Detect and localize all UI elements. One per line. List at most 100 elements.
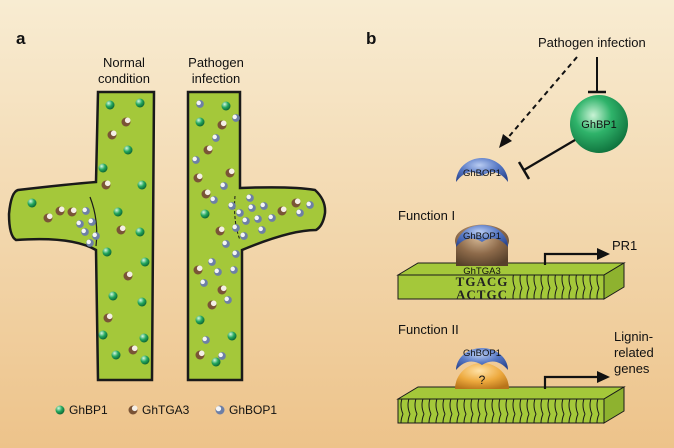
ghbop1-dot: [232, 250, 240, 258]
ghbop1-dot: [86, 239, 94, 247]
legend-item-ghbp1: GhBP1: [55, 403, 108, 417]
ghtga3-dot: [225, 168, 235, 178]
ghbop1-cup: [456, 158, 508, 182]
dna-1-hatch: [512, 275, 604, 299]
tissue-normal-junction: [89, 196, 98, 247]
ghbp1-dot: [135, 227, 145, 237]
ghtga3-dot: [128, 345, 138, 355]
ghtga3-dot: [207, 300, 217, 310]
ghbop1-dot: [210, 196, 218, 204]
ghbop1-dot: [228, 202, 236, 210]
ghbop1-dot: [230, 266, 238, 274]
ghtga3-dot: [277, 206, 287, 216]
ghbop1-f1-protein: [456, 225, 508, 247]
ghbop1-dot: [208, 258, 216, 266]
pr1-arrowhead-icon: [597, 248, 610, 260]
ghbop1-dot: [254, 215, 262, 223]
ghbp1-label: GhBP1: [581, 119, 616, 131]
protein-dots: [27, 98, 314, 367]
ghbop1-f2-protein: [456, 348, 508, 370]
ghtga3-dot: [101, 180, 111, 190]
function-2-title: Function II: [398, 322, 459, 337]
unknown-factor-label: ?: [479, 373, 486, 387]
ghbp1-dot: [195, 315, 205, 325]
ghbop1-dot: [232, 224, 240, 232]
ghbp1-dot: [135, 98, 145, 108]
ghbp1-dot: [140, 355, 150, 365]
panel-b-label: b: [366, 29, 376, 48]
lignin-arrowhead-icon: [597, 371, 610, 383]
function-1-title: Function I: [398, 208, 455, 223]
unknown-factor-protein: [455, 363, 509, 389]
ghbop1-dot: [236, 209, 244, 217]
ghbp1-dot: [137, 180, 147, 190]
ghbp1-dot: [113, 207, 123, 217]
ghbop1-dot: [88, 218, 96, 226]
ghtga3-dot: [116, 225, 126, 235]
ghbop1-dot: [82, 207, 90, 215]
ghbop1-f2-label: GhBOP1: [463, 348, 501, 359]
ghtga3-dot: [291, 198, 301, 208]
pr1-transcription-arrow: [543, 252, 598, 265]
ghbop1-dot: [248, 204, 256, 212]
ghbop1-dot: [202, 336, 210, 344]
ghbop1-dot: [200, 279, 208, 287]
ghbop1-dot: [214, 268, 222, 276]
ghbop1-dot: [220, 182, 228, 190]
dna-2-hatch: [398, 399, 604, 423]
ghtga3-dot: [67, 207, 77, 217]
dna-2-top-face: [396, 386, 626, 400]
ghtga3-dot: [43, 213, 53, 223]
ghbop1-dot: [260, 202, 268, 210]
ghbop1-dot: [192, 156, 200, 164]
ghbp1-dot: [108, 291, 118, 301]
dna-strand-2: [396, 386, 626, 424]
ghtga3-dot: [215, 226, 225, 236]
ghbop1-dot: [240, 232, 248, 240]
ghbp1-dot: [105, 100, 115, 110]
inhibit-ghbop1-bar: [517, 161, 531, 180]
legend-ghbop1-label: GhBOP1: [229, 403, 277, 417]
ghbop1-dot: [306, 201, 314, 209]
ghtga3-dot: [55, 206, 65, 216]
ghtga3-dot: [201, 189, 211, 199]
legend-ghtga3-label: GhTGA3: [142, 403, 190, 417]
seq-bottom: ACTGC: [456, 287, 508, 302]
ghbp1-dot: [137, 297, 147, 307]
induce-ghbop1-arrowhead-icon: [499, 134, 512, 148]
ghbop1-dot: [246, 194, 254, 202]
ghbop1-dot: [212, 134, 220, 142]
ghbp1-dot: [140, 257, 150, 267]
ghbp1-dot: [98, 330, 108, 340]
ghbp1-dot-icon: [55, 405, 65, 415]
legend-ghbp1-label: GhBP1: [69, 403, 108, 417]
ghbop1-dot: [242, 217, 250, 225]
ghbop1-dot: [218, 352, 226, 360]
tissue-pathogen-junction: [234, 195, 241, 241]
lignin-transcription-arrow: [543, 375, 598, 389]
ghtga3-dot: [193, 265, 203, 275]
ghtga3-dot: [217, 120, 227, 130]
ghbop1-dot: [224, 296, 232, 304]
seq-top: TGACG: [456, 274, 509, 289]
ghbop1-dot: [76, 220, 84, 228]
ghtga3-dot: [217, 285, 227, 295]
panel-a-label: a: [16, 29, 26, 48]
ghbp1-dot: [98, 163, 108, 173]
ghtga3-label: GhTGA3: [463, 266, 501, 277]
ghbp1-dot: [221, 101, 231, 111]
induce-ghbop1-dashed-line: [505, 56, 578, 141]
ghbp1-dot: [227, 331, 237, 341]
dna-strand-1: [396, 262, 626, 300]
ghbp1-dot: [211, 357, 221, 367]
tissue-normal: [7, 90, 156, 382]
ghbp1-dot: [27, 198, 37, 208]
ghbp1-dot: [102, 247, 112, 257]
ghbp1-dot: [111, 350, 121, 360]
legend: GhBP1 GhTGA3 GhBOP1: [55, 403, 277, 417]
ghtga3-dot: [203, 145, 213, 155]
